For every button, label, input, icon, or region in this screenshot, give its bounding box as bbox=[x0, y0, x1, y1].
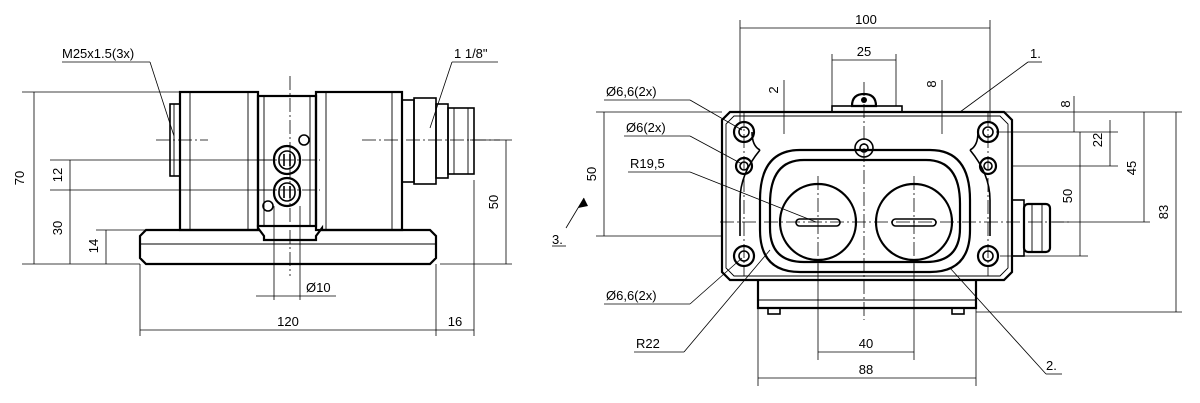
radius-195-label: R19,5 bbox=[630, 156, 665, 171]
callout-3: 3. bbox=[552, 232, 563, 247]
front-view: 100 25 2 8 1. Ø6,6(2x) Ø6(2x) R19,5 50 bbox=[552, 12, 1182, 386]
mounting-base bbox=[138, 224, 438, 266]
dim-25-label: 25 bbox=[857, 44, 871, 59]
callout-2: 2. bbox=[1046, 358, 1057, 373]
dim-2-label: 2 bbox=[766, 86, 781, 93]
housing-outline bbox=[720, 110, 1014, 282]
dim-50-side-label: 50 bbox=[486, 195, 501, 209]
window-inner bbox=[768, 158, 962, 264]
pipe-size-label: 1 1/8" bbox=[454, 46, 488, 61]
dim-100-label: 100 bbox=[855, 12, 877, 27]
pipe-connector-body bbox=[447, 107, 475, 175]
dim-22-label: 22 bbox=[1090, 133, 1105, 147]
radius-22-label: R22 bbox=[636, 336, 660, 351]
hole-66-bottom-label: Ø6,6(2x) bbox=[606, 288, 657, 303]
side-view: 70 12 30 14 50 Ø10 120 16 M25x1 bbox=[12, 46, 512, 336]
dim-120-label: 120 bbox=[277, 314, 299, 329]
dim-phi10-label: Ø10 bbox=[306, 280, 331, 295]
dim-45-label: 45 bbox=[1124, 161, 1139, 175]
dim-83-label: 83 bbox=[1156, 205, 1171, 219]
right-housing bbox=[314, 90, 404, 232]
callout-1: 1. bbox=[1030, 46, 1041, 61]
dim-88-label: 88 bbox=[859, 362, 873, 377]
pipe-connector-nut bbox=[401, 99, 415, 183]
dim-14-label: 14 bbox=[86, 239, 101, 253]
lower-body bbox=[756, 280, 978, 310]
dim-8-right-label: 8 bbox=[1058, 100, 1073, 107]
thread-label: M25x1.5(3x) bbox=[62, 46, 134, 61]
dim-50-left-label: 50 bbox=[584, 167, 599, 181]
left-housing bbox=[178, 90, 260, 232]
hole-6-label: Ø6(2x) bbox=[626, 120, 666, 135]
window-outer bbox=[758, 148, 972, 274]
dim-8-top-label: 8 bbox=[924, 80, 939, 87]
dim-40-label: 40 bbox=[859, 336, 873, 351]
dim-16-label: 16 bbox=[448, 314, 462, 329]
side-connector bbox=[1011, 199, 1025, 257]
dim-50-right-label: 50 bbox=[1060, 189, 1075, 203]
hole-66-top-label: Ø6,6(2x) bbox=[606, 84, 657, 99]
middle-housing bbox=[256, 94, 318, 228]
dim-12-label: 12 bbox=[50, 168, 65, 182]
dim-70-label: 70 bbox=[12, 171, 27, 185]
dim-30-label: 30 bbox=[50, 221, 65, 235]
adjust-screws bbox=[272, 144, 302, 208]
